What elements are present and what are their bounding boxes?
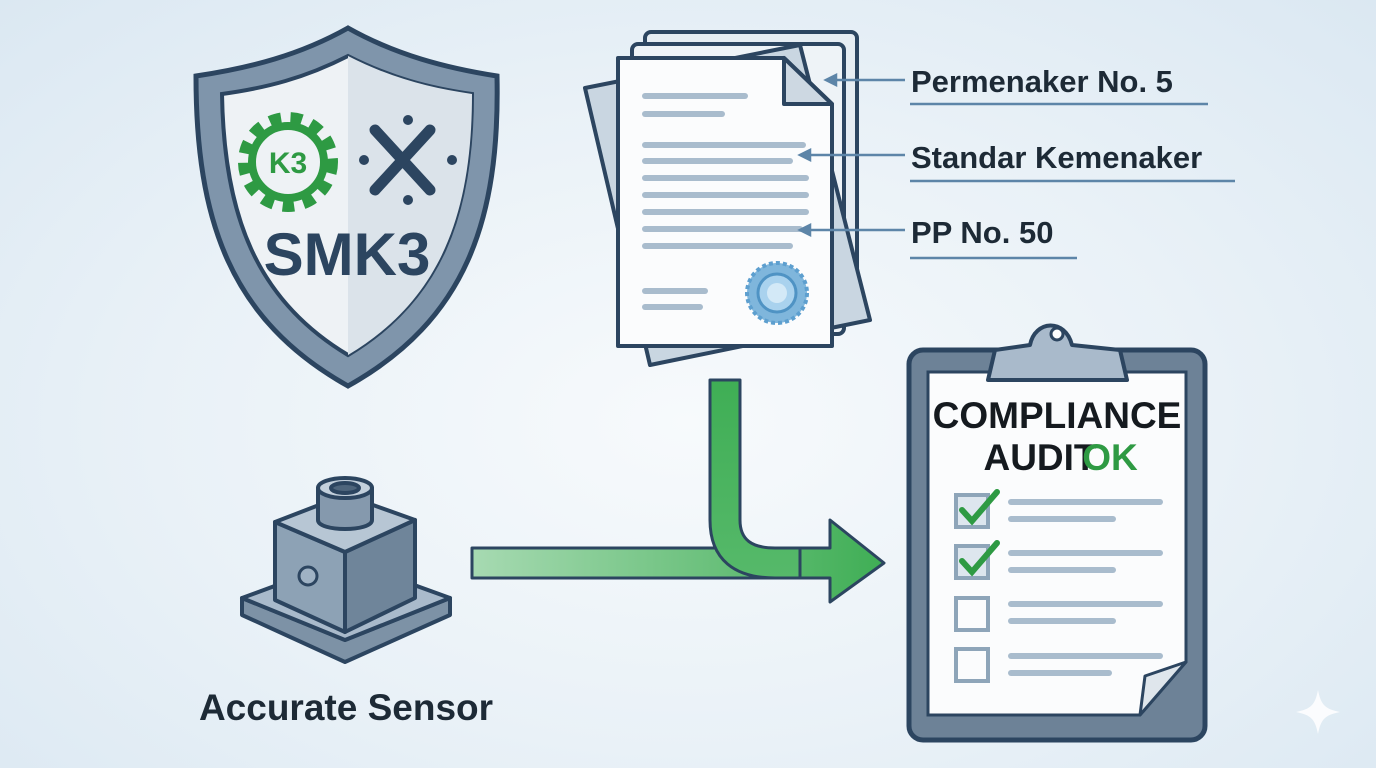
checklist-lines (1008, 499, 1163, 676)
sensor-device-icon (240, 476, 452, 664)
checkbox-1 (954, 489, 1000, 529)
clipboard-title-line1: COMPLIANCE (933, 395, 1182, 436)
document-text-lines (642, 93, 809, 310)
regulation-label-standar: Standar Kemenaker (911, 140, 1202, 175)
regulation-label-permenaker: Permenaker No. 5 (911, 64, 1173, 99)
compliance-clipboard: COMPLIANCE AUDIT OK (906, 323, 1208, 743)
check-icon (959, 489, 1000, 526)
regulation-label-pp: PP No. 50 (911, 215, 1053, 250)
checkbox-2 (954, 540, 1000, 580)
k3-gear-icon: K3 (238, 112, 338, 212)
sensor-label: Accurate Sensor (199, 687, 493, 728)
checkbox-4 (954, 647, 990, 683)
sparkle-icon (1296, 690, 1340, 734)
smk3-title: SMK3 (264, 221, 431, 288)
regulation-labels (797, 72, 1235, 260)
flow-arrow (470, 378, 886, 604)
kemenaker-logo-icon (359, 115, 457, 205)
regulation-documents (583, 30, 872, 367)
checkbox-3 (954, 596, 990, 632)
audit-status-ok: OK (1082, 437, 1138, 478)
clipboard-title-line2: AUDIT (983, 437, 1096, 478)
k3-badge-text: K3 (269, 147, 307, 180)
smk3-shield: K3 SMK3 (193, 25, 500, 389)
clipboard-clip-icon (986, 323, 1129, 382)
seal-icon (745, 261, 809, 325)
check-icon (959, 540, 1000, 577)
